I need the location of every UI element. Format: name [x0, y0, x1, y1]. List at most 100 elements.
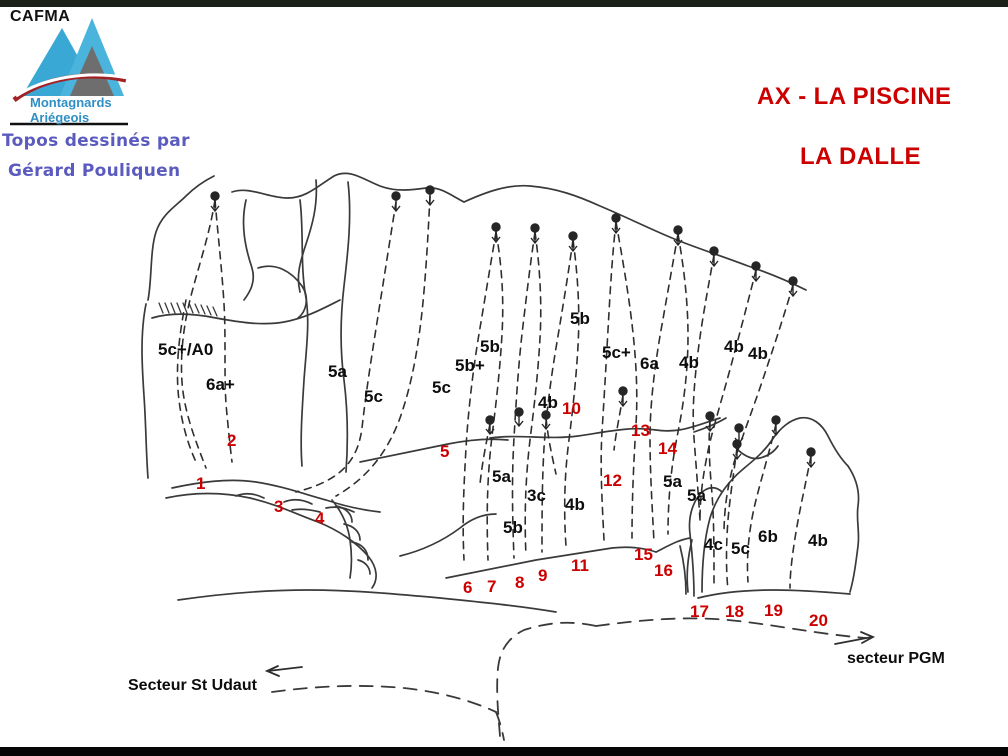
logo-ariegeois-text: Ariégeois: [30, 110, 90, 125]
right-boulder-small-slab2: [686, 539, 693, 593]
route-line-3: [295, 201, 397, 493]
route-grade-label: 5b+: [455, 356, 485, 375]
route-number-7[interactable]: 7: [487, 577, 497, 596]
cliff-face-fold-a: [257, 265, 308, 319]
route-grade-label: 4b: [724, 337, 744, 356]
gully-hook-b: [343, 523, 361, 541]
route-line-13: [649, 233, 679, 543]
credit-line-1: Topos dessinés par: [2, 131, 190, 151]
route-number-14[interactable]: 14: [658, 439, 677, 458]
route-number-9[interactable]: 9: [538, 566, 548, 585]
route-grade-label: 5c+/A0: [158, 340, 214, 359]
bottom-border-strip: [0, 747, 1008, 756]
route-number-2[interactable]: 2: [227, 431, 237, 450]
route-number-17[interactable]: 17: [690, 602, 709, 621]
route-number-20[interactable]: 20: [809, 611, 828, 630]
base-ground-line-center2: [655, 537, 691, 553]
overhang-hatching: [158, 302, 218, 317]
credit-line-2: Gérard Pouliquen: [8, 161, 181, 181]
route-grade-label: 6a+: [206, 375, 235, 394]
base-ground-lower: [177, 589, 557, 613]
approach-trail-west: [271, 685, 497, 713]
anchor-bolts: [210, 185, 816, 469]
route-grade-label: 6b: [758, 527, 778, 546]
approach-trail-link: [495, 711, 505, 741]
route-line-20: [789, 455, 812, 589]
terrace-band-center: [359, 438, 509, 463]
base-ground-line-left: [171, 479, 381, 513]
route-grade-label: 5c: [364, 387, 383, 406]
route-number-18[interactable]: 18: [725, 602, 744, 621]
route-number-11[interactable]: 11: [571, 556, 589, 575]
route-grade-label: 5c: [731, 539, 750, 558]
route-line-19: [746, 423, 777, 583]
route-line-14: [667, 233, 689, 535]
route-grade-label: 5a: [328, 362, 347, 381]
route-number-19[interactable]: 19: [764, 601, 783, 620]
route-grade-label: 3c: [527, 486, 546, 505]
sector-direction-label: secteur PGM: [847, 650, 945, 667]
arrow-right-pgm: [834, 631, 876, 645]
right-boulder-right-edge: [847, 465, 860, 593]
gully-hook-c: [351, 541, 369, 561]
anchor-bolt: [541, 410, 551, 431]
base-slab-detail: [399, 513, 497, 557]
route-line-21: [708, 419, 715, 587]
route-number-4[interactable]: 4: [315, 509, 325, 528]
route-grade-label: 4c: [704, 535, 723, 554]
logo-arc-white: [15, 73, 129, 98]
route-number-12[interactable]: 12: [603, 471, 622, 490]
route-line-1: [180, 199, 216, 469]
route-line-8: [524, 231, 542, 557]
route-line-11: [600, 221, 617, 541]
route-grade-label: 6a: [640, 354, 659, 373]
route-number-3[interactable]: 3: [274, 497, 284, 516]
anchor-bolt: [732, 439, 742, 461]
anchor-bolt: [806, 447, 816, 469]
route-number-16[interactable]: 16: [654, 561, 673, 580]
cliff-face-fold-b: [299, 199, 309, 467]
anchor-bolt: [530, 223, 540, 245]
right-boulder-small-slab: [679, 545, 687, 595]
route-number-10[interactable]: 10: [562, 399, 581, 418]
logo-montagnards-text: Montagnards: [30, 95, 112, 110]
route-number-1[interactable]: 1: [196, 474, 206, 493]
logo-cafma-text: CAFMA: [10, 8, 71, 25]
page-subtitle: LA DALLE: [800, 143, 921, 170]
approach-trail-main: [595, 617, 867, 639]
approach-trail-branch: [496, 621, 597, 737]
top-border-strip: [0, 0, 1008, 7]
route-grade-label: 4b: [538, 393, 558, 412]
logo-peak-grey: [70, 46, 114, 96]
route-grade-label: 4b: [748, 344, 768, 363]
sector-direction-label: Secteur St Udaut: [128, 677, 257, 694]
page-title: AX - LA PISCINE: [757, 83, 952, 110]
anchor-bolt: [568, 231, 578, 253]
base-ground-line-center: [445, 546, 657, 579]
route-number-13[interactable]: 13: [631, 421, 650, 440]
gully-hook-d: [357, 559, 371, 575]
anchor-bolt: [705, 411, 715, 433]
rock-detail-tick-3: [291, 508, 321, 513]
route-line-22: [613, 394, 624, 451]
route-line-4: [335, 195, 431, 497]
arrow-left-st-udaut: [264, 665, 303, 677]
right-boulder-base: [697, 589, 851, 599]
anchor-bolt: [485, 415, 495, 436]
anchor-bolt: [788, 276, 798, 298]
route-number-5[interactable]: 5: [440, 442, 450, 461]
route-line-10: [563, 239, 580, 547]
route-number-6[interactable]: 6: [463, 578, 473, 597]
right-boulder-top: [771, 416, 849, 467]
route-grade-label: 5b: [503, 518, 523, 537]
route-number-8[interactable]: 8: [515, 573, 525, 592]
terrace-band-right: [489, 417, 721, 439]
rock-detail-tick-2: [283, 498, 313, 505]
route-number-15[interactable]: 15: [634, 545, 653, 564]
right-boulder-left-edge: [701, 439, 773, 593]
route-line-5: [462, 231, 497, 561]
route-grade-label: 5b: [480, 337, 500, 356]
anchor-bolt: [611, 213, 621, 235]
